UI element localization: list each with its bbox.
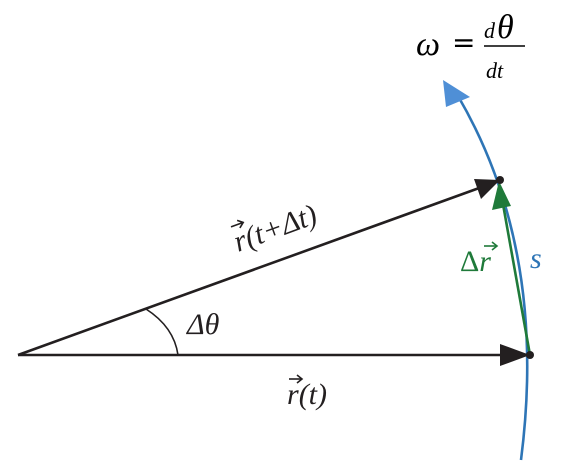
vector-delta-r <box>499 192 532 356</box>
label-arc-s: s <box>530 242 542 275</box>
label-r-t: r(t) <box>287 374 327 411</box>
label-r-t-arg: (t) <box>299 378 327 411</box>
formula-equals: = <box>452 26 475 59</box>
vector-r-t-head <box>500 344 530 366</box>
svg-text:r(t): r(t) <box>287 378 327 411</box>
endpoint-dot-t <box>526 351 534 359</box>
formula-numerator-theta: θ <box>497 9 514 46</box>
vector-delta-r-head <box>492 181 511 210</box>
arc-arrowhead <box>443 80 470 107</box>
vector-r-t-dt <box>17 181 494 357</box>
omega-formula: ω = d θ dt <box>416 9 525 83</box>
arc-path <box>456 95 529 461</box>
label-delta-r: Δr <box>460 241 499 278</box>
formula-omega: ω <box>416 26 440 63</box>
formula-numerator-d: d <box>484 18 496 43</box>
label-delta-r-prefix: Δ <box>460 245 479 278</box>
label-r-t-dt-arg: (t+Δt) <box>240 198 321 254</box>
endpoint-dot-t-dt <box>496 176 504 184</box>
label-delta-r-vec: r <box>479 245 491 278</box>
svg-text:Δr: Δr <box>460 245 491 278</box>
label-r-t-vec: r <box>287 378 299 411</box>
angle-arc <box>145 308 179 356</box>
vector-r-t-dt-head <box>474 179 500 199</box>
formula-denominator: dt <box>486 58 504 83</box>
label-delta-theta: Δθ <box>186 308 220 341</box>
